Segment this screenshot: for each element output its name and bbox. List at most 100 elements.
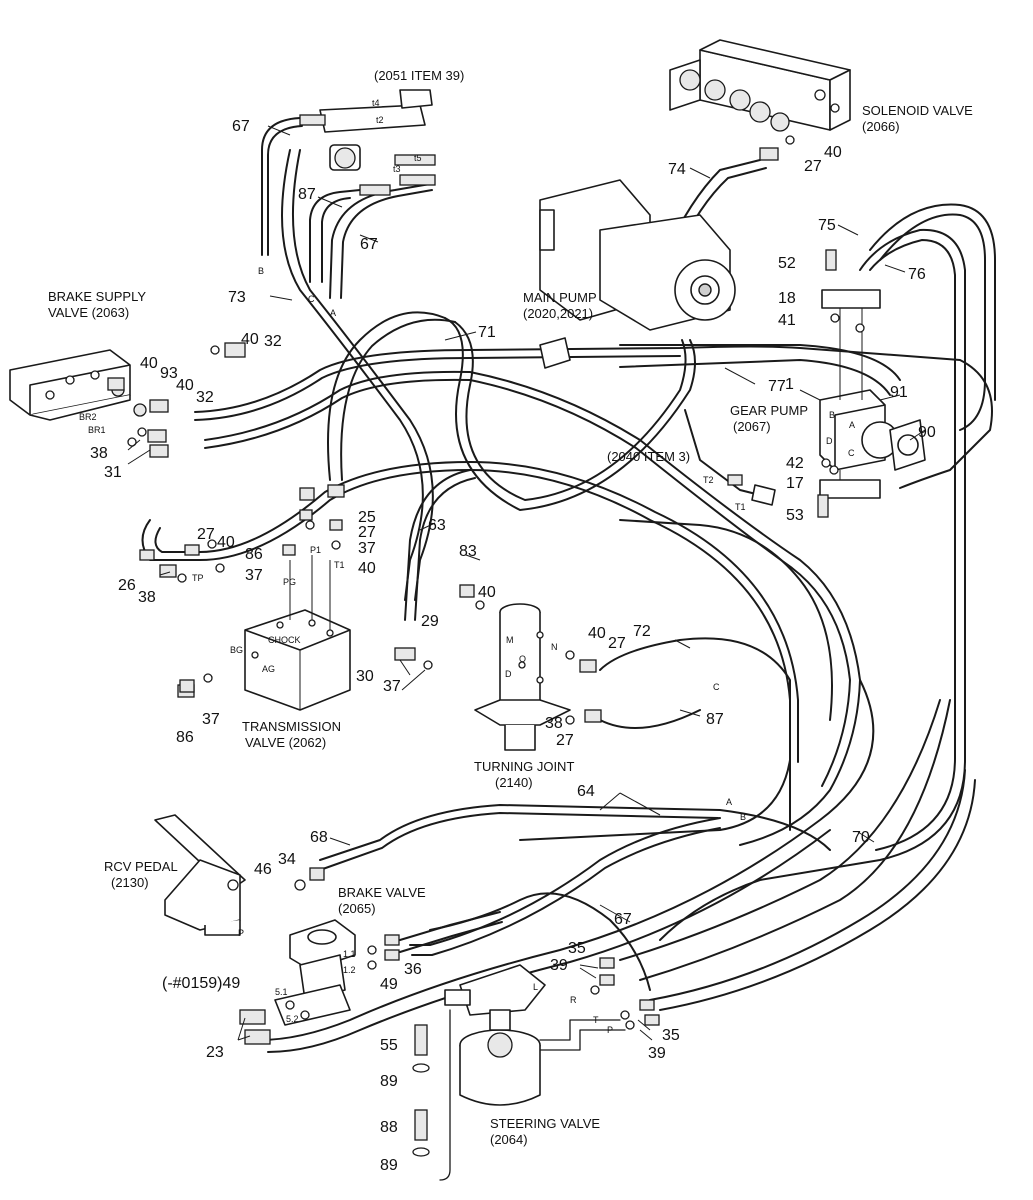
port-chock: CHOCK xyxy=(268,635,301,645)
callout-35a: 35 xyxy=(568,940,586,957)
callout-71: 71 xyxy=(478,324,496,341)
port-b-hose: B xyxy=(740,812,746,822)
callout-40h: 40 xyxy=(588,625,606,642)
gp-port-b: B xyxy=(829,410,835,420)
gear-pump xyxy=(819,289,926,499)
callout-90: 90 xyxy=(918,424,936,441)
callout-39b: 39 xyxy=(648,1045,666,1062)
port-pg: PG xyxy=(283,577,296,587)
callout-68: 68 xyxy=(310,829,328,846)
label-main-pump-1: MAIN PUMP xyxy=(523,290,597,305)
label-brake-supply-2: VALVE (2063) xyxy=(48,305,129,320)
port-br1: BR1 xyxy=(88,425,106,435)
callout-41: 41 xyxy=(778,312,796,329)
callout-29: 29 xyxy=(421,613,439,630)
label-solenoid-valve-2: (2066) xyxy=(862,119,900,134)
callout-73: 73 xyxy=(228,289,246,306)
label-transmission-2: VALVE (2062) xyxy=(245,735,326,750)
callout-38b: 38 xyxy=(138,589,156,606)
port-l: L xyxy=(533,982,538,992)
port-5-1: 5.1 xyxy=(275,987,288,997)
callout-49a: (-#0159)49 xyxy=(162,975,240,992)
callout-67c: 67 xyxy=(614,911,632,928)
callout-40e: 40 xyxy=(358,560,376,577)
callout-32b: 32 xyxy=(196,389,214,406)
callout-86b: 86 xyxy=(176,729,194,746)
callout-64: 64 xyxy=(577,783,595,800)
steering-valve xyxy=(444,964,546,1106)
label-item3: (2040 ITEM 3) xyxy=(607,449,690,464)
callout-38c: 38 xyxy=(545,715,563,732)
port-r: R xyxy=(570,995,577,1005)
callout-40b: 40 xyxy=(241,331,259,348)
callout-75: 75 xyxy=(818,217,836,234)
callout-37c: 37 xyxy=(383,678,401,695)
callout-27c: 27 xyxy=(197,526,215,543)
callout-67b: 67 xyxy=(360,236,378,253)
callout-27d: 27 xyxy=(608,635,626,652)
port-n: N xyxy=(551,642,558,652)
label-rcv-pedal-2: (2130) xyxy=(111,875,149,890)
callout-53: 53 xyxy=(786,507,804,524)
callout-67a: 67 xyxy=(232,118,250,135)
port-1-2: 1.2 xyxy=(343,965,356,975)
callout-40c: 40 xyxy=(140,355,158,372)
component-labels: (2051 ITEM 39) SOLENOID VALVE (2066) MAI… xyxy=(48,68,973,1147)
callout-63: 63 xyxy=(428,517,446,534)
transmission-valve xyxy=(244,544,351,711)
port-o: O xyxy=(519,654,526,664)
callout-40a: 40 xyxy=(824,144,842,161)
callout-35b: 35 xyxy=(662,1027,680,1044)
callout-17: 17 xyxy=(786,475,804,492)
port-p-pedal: P xyxy=(238,928,244,938)
callout-27e: 27 xyxy=(556,732,574,749)
label-transmission-1: TRANSMISSION xyxy=(242,719,341,734)
rcv-pedal xyxy=(154,814,246,936)
port-d: D xyxy=(505,669,512,679)
callout-42: 42 xyxy=(786,455,804,472)
label-solenoid-valve-1: SOLENOID VALVE xyxy=(862,103,973,118)
callout-25: 25 xyxy=(358,509,376,526)
callout-72: 72 xyxy=(633,623,651,640)
label-turning-joint-2: (2140) xyxy=(495,775,533,790)
callout-23: 23 xyxy=(206,1044,224,1061)
port-t2: T2 xyxy=(703,475,714,485)
callout-37d: 37 xyxy=(202,711,220,728)
callout-93: 93 xyxy=(160,365,178,382)
gp-port-d: D xyxy=(826,436,833,446)
callout-31: 31 xyxy=(104,464,122,481)
port-p1: P1 xyxy=(310,545,321,555)
callout-70: 70 xyxy=(852,829,870,846)
callout-87b: 87 xyxy=(706,711,724,728)
callout-26: 26 xyxy=(118,577,136,594)
port-labels: B C A BR2 BR1 T2 T1 P1 PG T1 TP CHOCK BG… xyxy=(79,98,855,1035)
item39-manifold xyxy=(299,89,436,196)
hose-lines xyxy=(141,117,996,1181)
callout-40g: 40 xyxy=(478,584,496,601)
brake-supply-valve xyxy=(9,349,147,421)
callout-52: 52 xyxy=(778,255,796,272)
port-br2: BR2 xyxy=(79,412,97,422)
callout-91: 91 xyxy=(890,384,908,401)
port-c-top: C xyxy=(308,294,315,304)
callout-37a: 37 xyxy=(358,540,376,557)
callout-39a: 39 xyxy=(550,957,568,974)
callout-86a: 86 xyxy=(245,546,263,563)
port-t5-m: t5 xyxy=(414,153,422,163)
callout-74: 74 xyxy=(668,161,686,178)
solenoid-valve-block xyxy=(669,39,851,132)
label-gear-pump-1: GEAR PUMP xyxy=(730,403,808,418)
turning-joint xyxy=(474,603,571,751)
port-c-tj: C xyxy=(713,682,720,692)
main-pump xyxy=(539,179,736,369)
port-a-hose: A xyxy=(726,797,732,807)
fittings xyxy=(107,135,865,1157)
label-item39: (2051 ITEM 39) xyxy=(374,68,464,83)
callout-40d: 40 xyxy=(176,377,194,394)
port-bg: BG xyxy=(230,645,243,655)
brake-valve xyxy=(239,919,356,1045)
port-t2-m: t2 xyxy=(376,115,384,125)
callout-77: 77 xyxy=(768,378,786,395)
gp-port-a: A xyxy=(849,420,855,430)
